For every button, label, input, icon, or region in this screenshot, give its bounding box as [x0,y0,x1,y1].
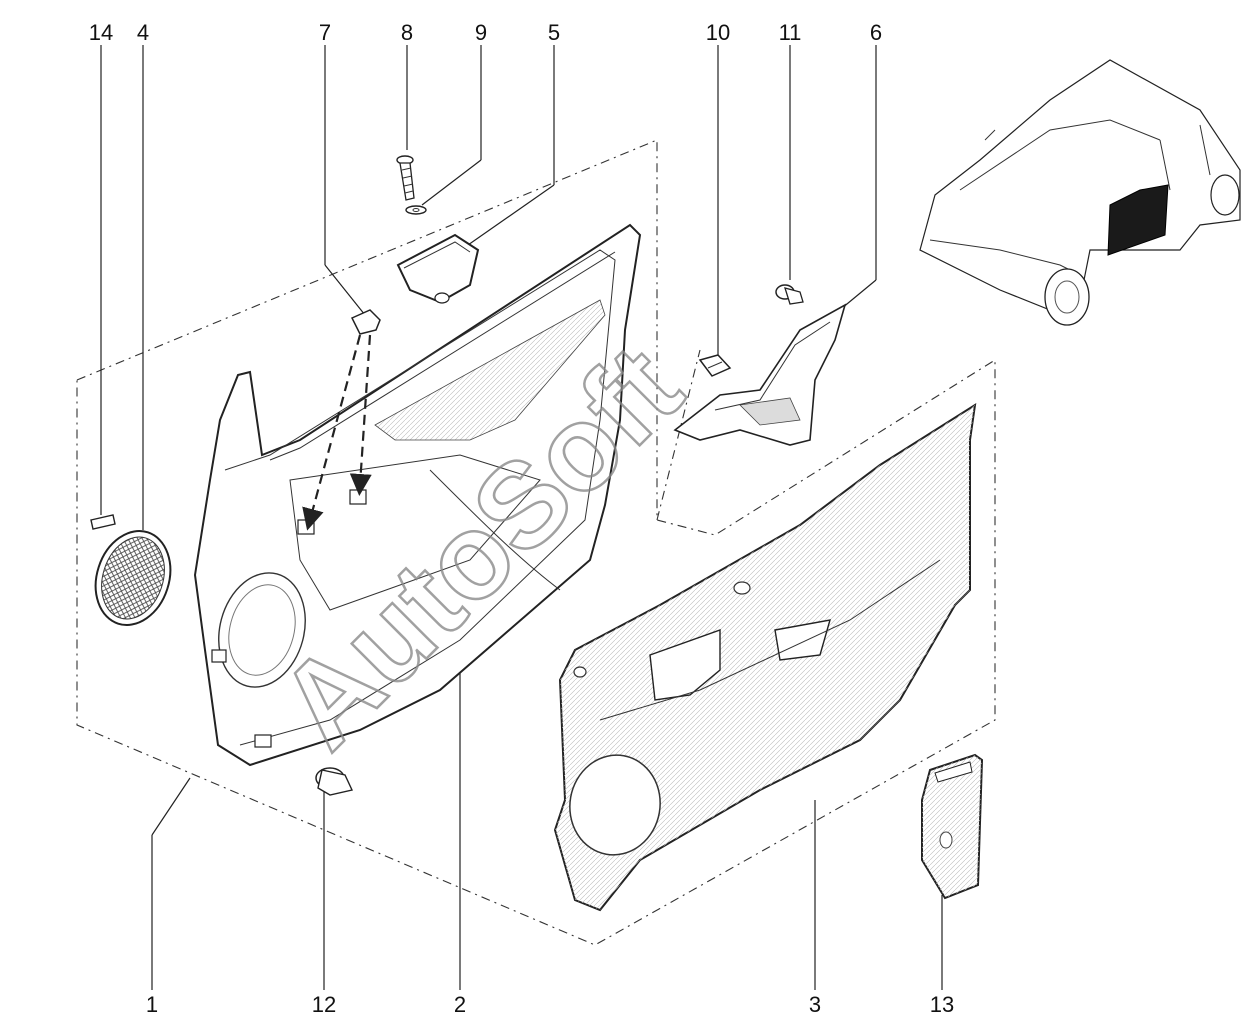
callout-labels: 14 4 7 8 9 5 10 11 6 1 12 2 3 13 [89,20,954,1017]
part-6-bracket [673,303,847,446]
callout-8: 8 [401,20,413,45]
part-9-washer [405,205,427,215]
callout-7: 7 [319,20,331,45]
part-13-trim-cover [921,753,984,900]
callout-10: 10 [706,20,730,45]
part-12-push-clip [315,767,354,796]
callout-1: 1 [146,992,158,1017]
callout-4: 4 [137,20,149,45]
vehicle-location-thumbnail [919,59,1241,326]
assembly-frame-1 [76,139,996,946]
callout-14: 14 [89,20,113,45]
callout-6: 6 [870,20,882,45]
callout-2: 2 [454,992,466,1017]
callout-12: 12 [312,992,336,1017]
part-10-clip [698,354,732,377]
part-1-door-trim-panel [193,223,642,767]
part-7-retaining-clip [302,309,381,531]
callout-9: 9 [475,20,487,45]
callout-11: 11 [779,20,802,45]
callout-3: 3 [809,992,821,1017]
part-11-push-pin [775,284,804,305]
part-3-insulation-sheet [553,402,977,912]
callout-5: 5 [548,20,560,45]
part-8-screw [396,155,415,201]
part-4-speaker-grille [94,530,172,626]
part-14-label-plate [90,514,116,530]
assembly-frame-upper [656,349,701,521]
part-5-handle-cup [396,233,480,304]
callout-13: 13 [930,992,954,1017]
